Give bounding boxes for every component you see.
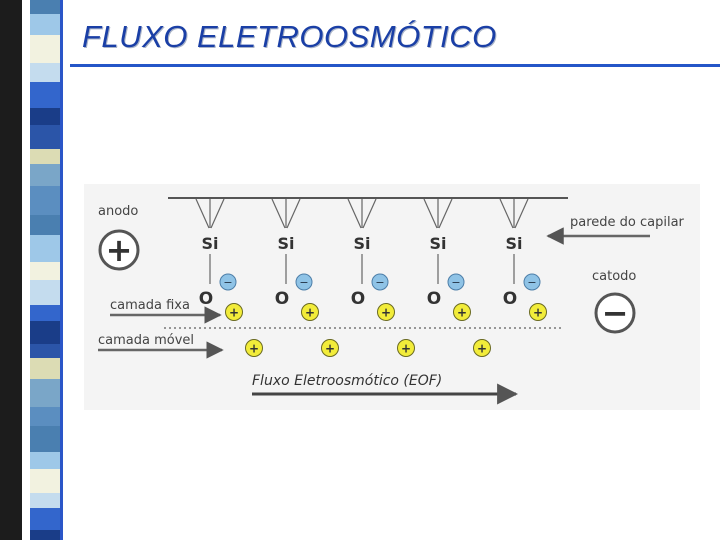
capillary-wall-label: parede do capilar xyxy=(570,215,685,230)
mobile-cation-bubble xyxy=(473,339,491,357)
anion-minus: − xyxy=(527,276,536,289)
cathode-minus-sign: − xyxy=(602,294,629,332)
mobile-cation-bubble xyxy=(397,339,415,357)
si-bond-right xyxy=(286,198,301,229)
decorative-side-stripe xyxy=(0,0,80,540)
si-bond-left xyxy=(195,198,210,229)
si-bond-right xyxy=(514,198,529,229)
fixed-cation-bubble xyxy=(225,303,243,321)
silicon-atom: Si xyxy=(505,234,522,253)
mobile-cation-bubble xyxy=(321,339,339,357)
fixed-cation-bubble xyxy=(529,303,547,321)
silicon-atom: Si xyxy=(353,234,370,253)
si-bond-left xyxy=(423,198,438,229)
eof-label: Fluxo Eletroosmótico (EOF) xyxy=(252,373,442,389)
silicon-atom: Si xyxy=(201,234,218,253)
anode-label: anodo xyxy=(98,204,138,219)
silicon-atom: Si xyxy=(429,234,446,253)
anion-bubble xyxy=(219,273,237,291)
anode-plus-sign: + xyxy=(106,231,133,269)
fixed-cation-bubble xyxy=(453,303,471,321)
anion-minus: − xyxy=(451,276,460,289)
anion-bubble xyxy=(371,273,389,291)
fixed-cation-bubble xyxy=(377,303,395,321)
si-bond-right xyxy=(438,198,453,229)
si-bond-left xyxy=(347,198,362,229)
si-bond-left xyxy=(499,198,514,229)
si-bond-right xyxy=(362,198,377,229)
fixed-layer-label: camada fixa xyxy=(110,298,190,313)
anion-bubble xyxy=(295,273,313,291)
silicon-atom: Si xyxy=(277,234,294,253)
fixed-cation-plus: + xyxy=(533,306,543,320)
cathode-label: catodo xyxy=(592,269,636,284)
fixed-cation-bubble xyxy=(301,303,319,321)
slide-title: FLUXO ELETROOSMÓTICO xyxy=(82,19,497,54)
anode-symbol xyxy=(98,229,140,271)
mobile-cation-bubble xyxy=(245,339,263,357)
si-bond-left xyxy=(271,198,286,229)
cathode-symbol xyxy=(594,292,636,334)
oxygen-atom: O xyxy=(351,289,365,309)
anion-bubble xyxy=(523,273,541,291)
fixed-cation-plus: + xyxy=(229,306,239,320)
fixed-cation-plus: + xyxy=(381,306,391,320)
anion-minus: − xyxy=(375,276,384,289)
anion-minus: − xyxy=(299,276,308,289)
oxygen-atom: O xyxy=(503,289,517,309)
mobile-cation-plus: + xyxy=(325,342,335,356)
oxygen-atom: O xyxy=(275,289,289,309)
si-bond-right xyxy=(210,198,225,229)
fixed-cation-plus: + xyxy=(305,306,315,320)
mobile-cation-plus: + xyxy=(249,342,259,356)
anion-bubble xyxy=(447,273,465,291)
mobile-cation-plus: + xyxy=(401,342,411,356)
oxygen-atom: O xyxy=(199,289,213,309)
mobile-cation-plus: + xyxy=(477,342,487,356)
anion-minus: − xyxy=(223,276,232,289)
title-underline xyxy=(70,64,720,67)
mobile-layer-label: camada móvel xyxy=(98,333,194,348)
oxygen-atom: O xyxy=(427,289,441,309)
fixed-cation-plus: + xyxy=(457,306,467,320)
